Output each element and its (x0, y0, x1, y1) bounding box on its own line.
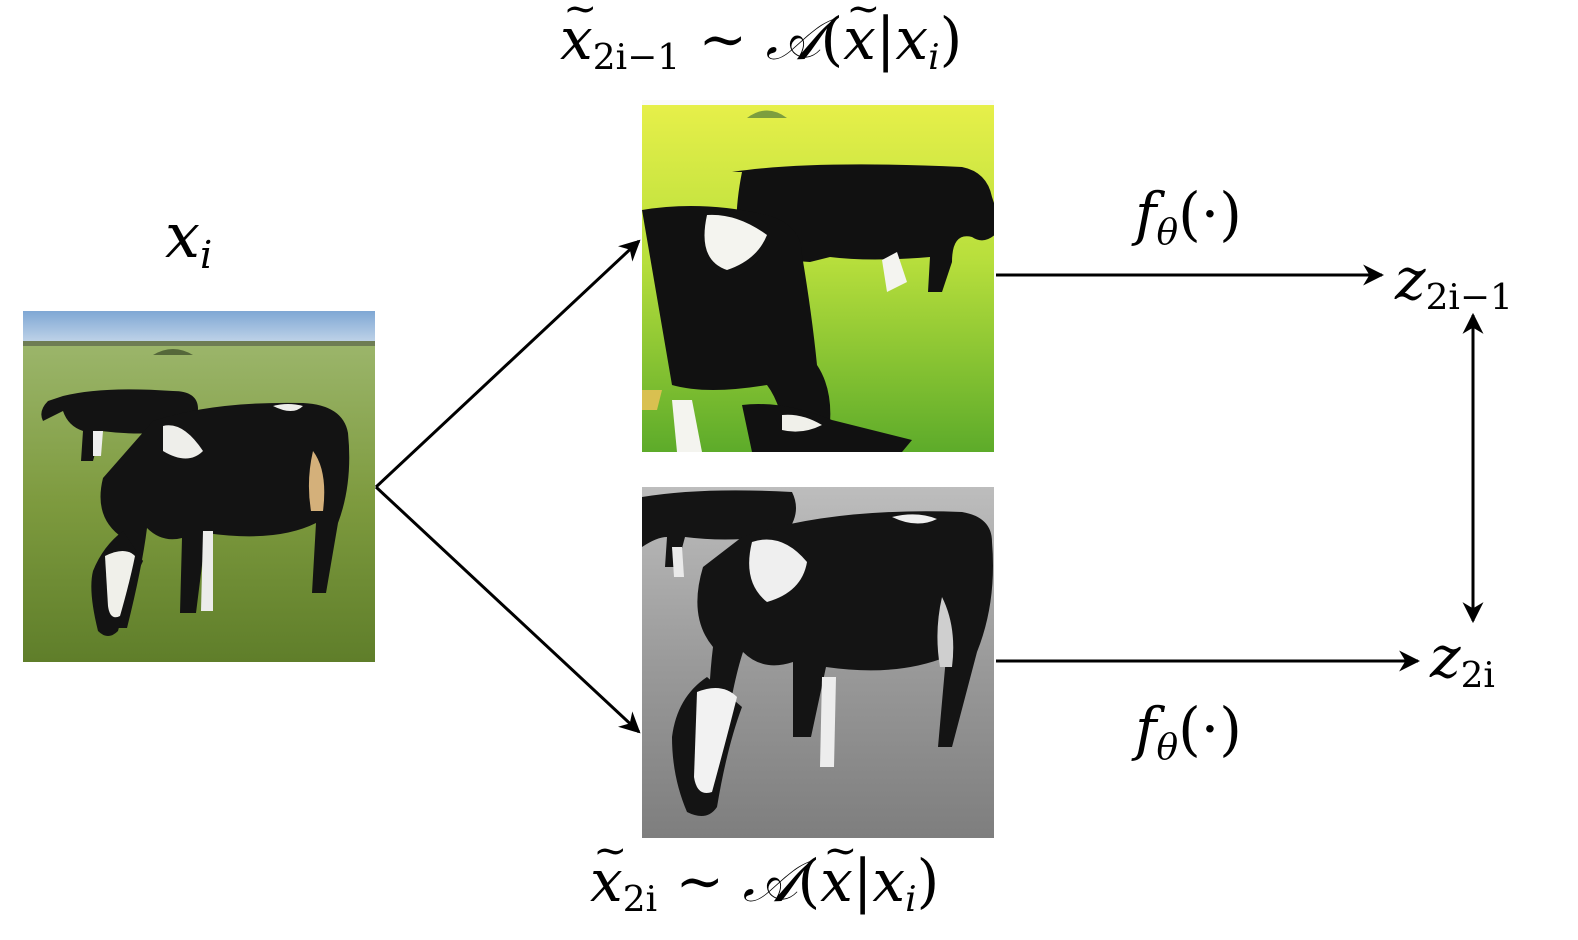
label-encoder-bottom: fθ(·) (1135, 695, 1242, 769)
arrow-to-augmented-bottom (374, 485, 641, 734)
label-augmented-view-bottom: x2i ∼ 𝒜(x|xi) (590, 830, 939, 918)
label-encoder-top: fθ(·) (1135, 180, 1242, 254)
label-augmented-view-top: x2i−1 ∼ 𝒜(x|xi) (560, 0, 962, 76)
label-original-x-i: xi (165, 199, 213, 278)
augmented-image-top (642, 100, 994, 452)
original-cow-image (23, 311, 375, 662)
augmented-image-bottom (642, 487, 994, 838)
arrow-to-augmented-top (374, 239, 641, 489)
label-z-top: z2i−1 (1395, 245, 1513, 319)
label-z-bottom: z2i (1430, 623, 1495, 697)
